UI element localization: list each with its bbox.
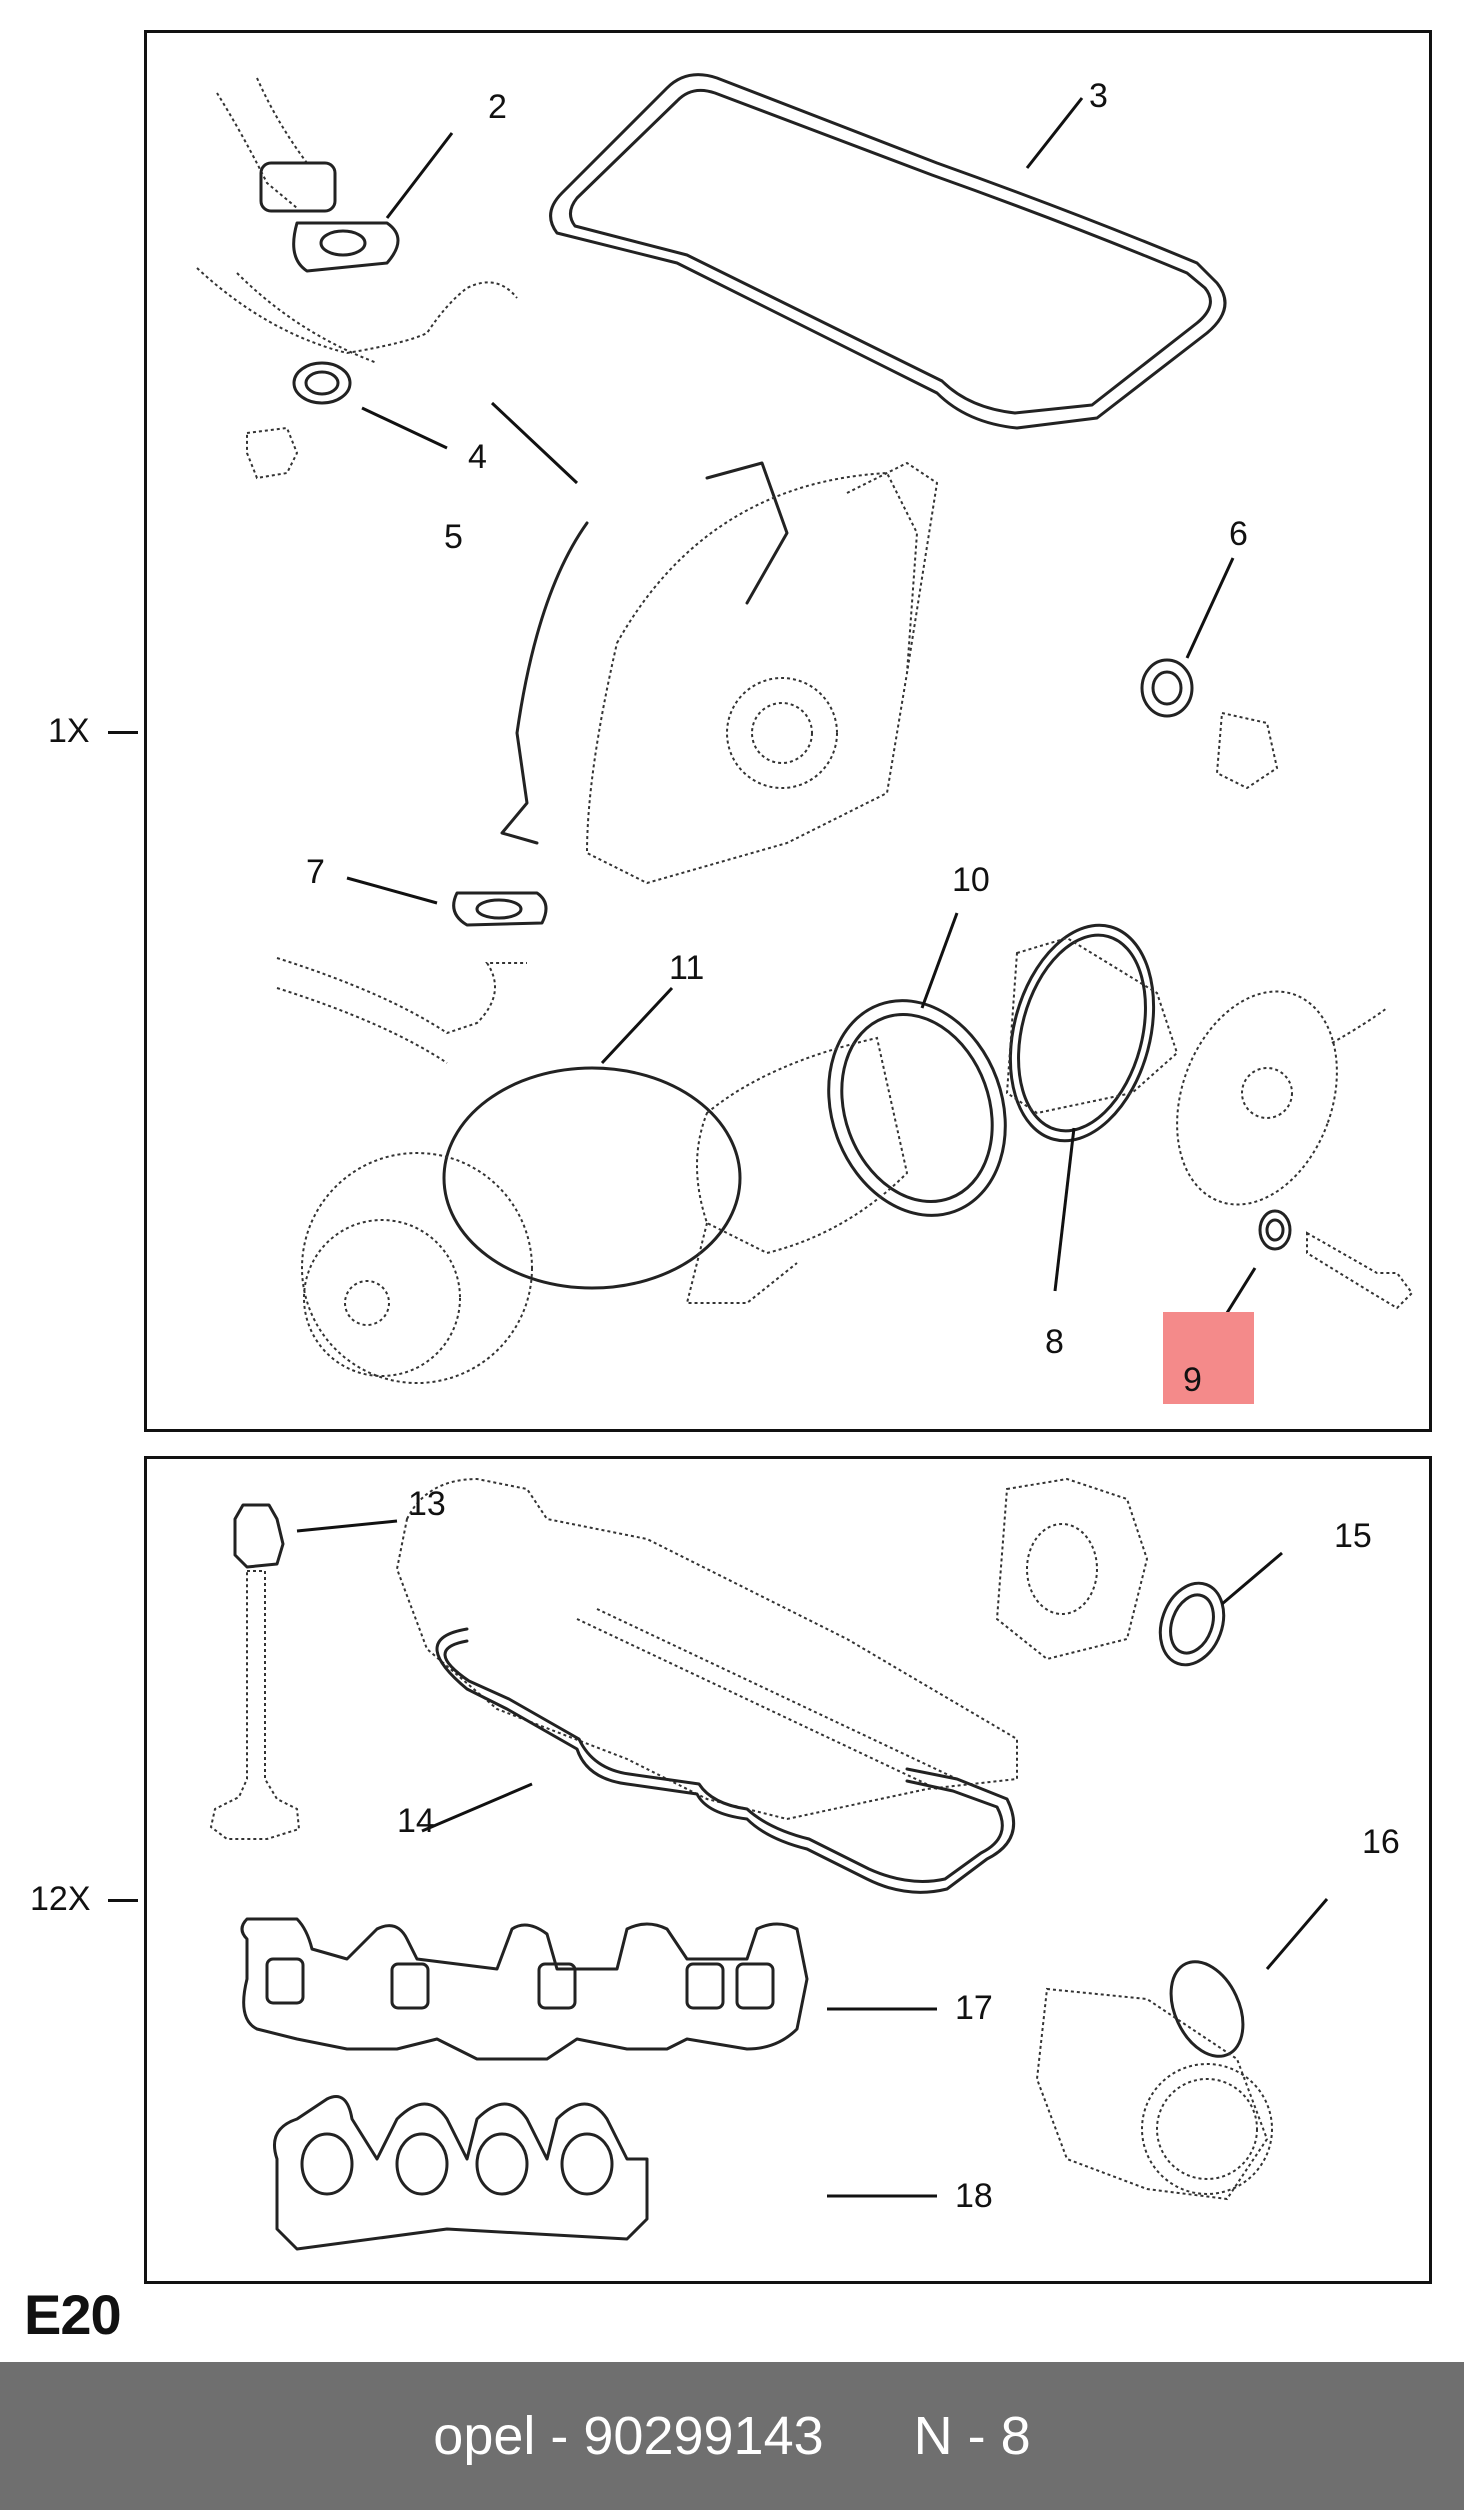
part-11-pump-pulley: [301, 1066, 742, 1384]
part-3-oil-pan-gasket: [549, 73, 1227, 430]
top-parts-panel: 2 3 4 5 6 7 10 11 8 9: [144, 30, 1432, 1432]
footer-gap: [824, 2405, 914, 2467]
part-2-flange-gasket: [216, 77, 400, 273]
part-6-seal-and-plug: [1140, 658, 1279, 790]
callout-18: 18: [955, 2177, 993, 2215]
bottom-parts-panel: 13 15 14 16 17 18: [144, 1456, 1432, 2284]
callout-7: 7: [306, 853, 325, 891]
quantity-tick-bottom: [108, 1899, 138, 1902]
bottom-parts-drawing: [209, 1477, 1329, 2251]
callout-11: 11: [669, 949, 705, 987]
callout-17: 17: [955, 1989, 993, 2027]
part-5-front-cover: [500, 461, 939, 885]
callout-10: 10: [952, 861, 990, 899]
part-4-seal-and-plug: [246, 361, 352, 480]
callout-6: 6: [1229, 515, 1248, 553]
callout-9: 9: [1183, 1361, 1202, 1399]
part-9-washer-bolt: [1258, 1209, 1414, 1310]
part-8-pump-gasket: [1005, 923, 1388, 1206]
part-7-small-gasket: [452, 891, 548, 927]
callout-2: 2: [488, 88, 507, 126]
callout-8: 8: [1045, 1323, 1064, 1361]
part-17-intake-gasket: [240, 1917, 809, 2061]
quantity-label-bottom: 12X: [30, 1880, 91, 1918]
highlighted-callout-box: [1163, 1312, 1254, 1404]
part-18-exhaust-gasket: [273, 2095, 649, 2251]
callout-13: 13: [408, 1485, 446, 1523]
part-13-valve-seal: [209, 1503, 301, 1840]
callout-3: 3: [1089, 77, 1108, 115]
callout-16: 16: [1362, 1823, 1400, 1861]
callout-15: 15: [1334, 1517, 1372, 1555]
part-10-crank-seal: [685, 999, 1007, 1304]
callout-4: 4: [468, 438, 487, 476]
valve-cover: [395, 1477, 1018, 1821]
part-15-housing-seal: [995, 1477, 1226, 1667]
part-14-cover-gasket: [435, 1627, 1016, 1894]
footer-bar: opel - 90299143 N - 8: [0, 2362, 1464, 2510]
footer-part-number: opel - 90299143: [433, 2406, 824, 2466]
part-16-thermostat-housing: [1035, 1960, 1273, 2201]
top-parts-drawing: [196, 73, 1414, 1384]
callout-14: 14: [397, 1802, 435, 1840]
footer-position: N - 8: [913, 2406, 1031, 2466]
quantity-tick-top: [108, 731, 138, 734]
quantity-label-top: 1X: [48, 712, 90, 750]
callout-5: 5: [444, 518, 463, 556]
section-code: E20: [24, 2283, 122, 2346]
